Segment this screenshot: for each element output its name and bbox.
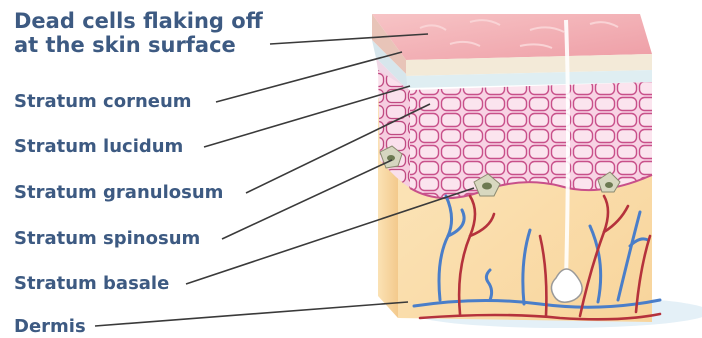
- leader-line-lucidum: [204, 86, 410, 147]
- label-stratum-spinosum: Stratum spinosum: [14, 228, 200, 249]
- leader-line-spinosum: [222, 160, 392, 239]
- label-stratum-lucidum: Stratum lucidum: [14, 136, 183, 157]
- leader-line-surface: [270, 34, 428, 44]
- label-dermis: Dermis: [14, 316, 86, 337]
- leader-line-dermis: [95, 302, 408, 326]
- label-surface-line2: at the skin surface: [14, 33, 236, 57]
- label-stratum-corneum: Stratum corneum: [14, 91, 192, 112]
- label-stratum-granulosum: Stratum granulosum: [14, 182, 223, 203]
- leader-line-corneum: [216, 52, 402, 102]
- label-stratum-basale: Stratum basale: [14, 273, 169, 294]
- leader-line-granulosum: [246, 104, 430, 193]
- label-surface-line1: Dead cells flaking off: [14, 9, 263, 33]
